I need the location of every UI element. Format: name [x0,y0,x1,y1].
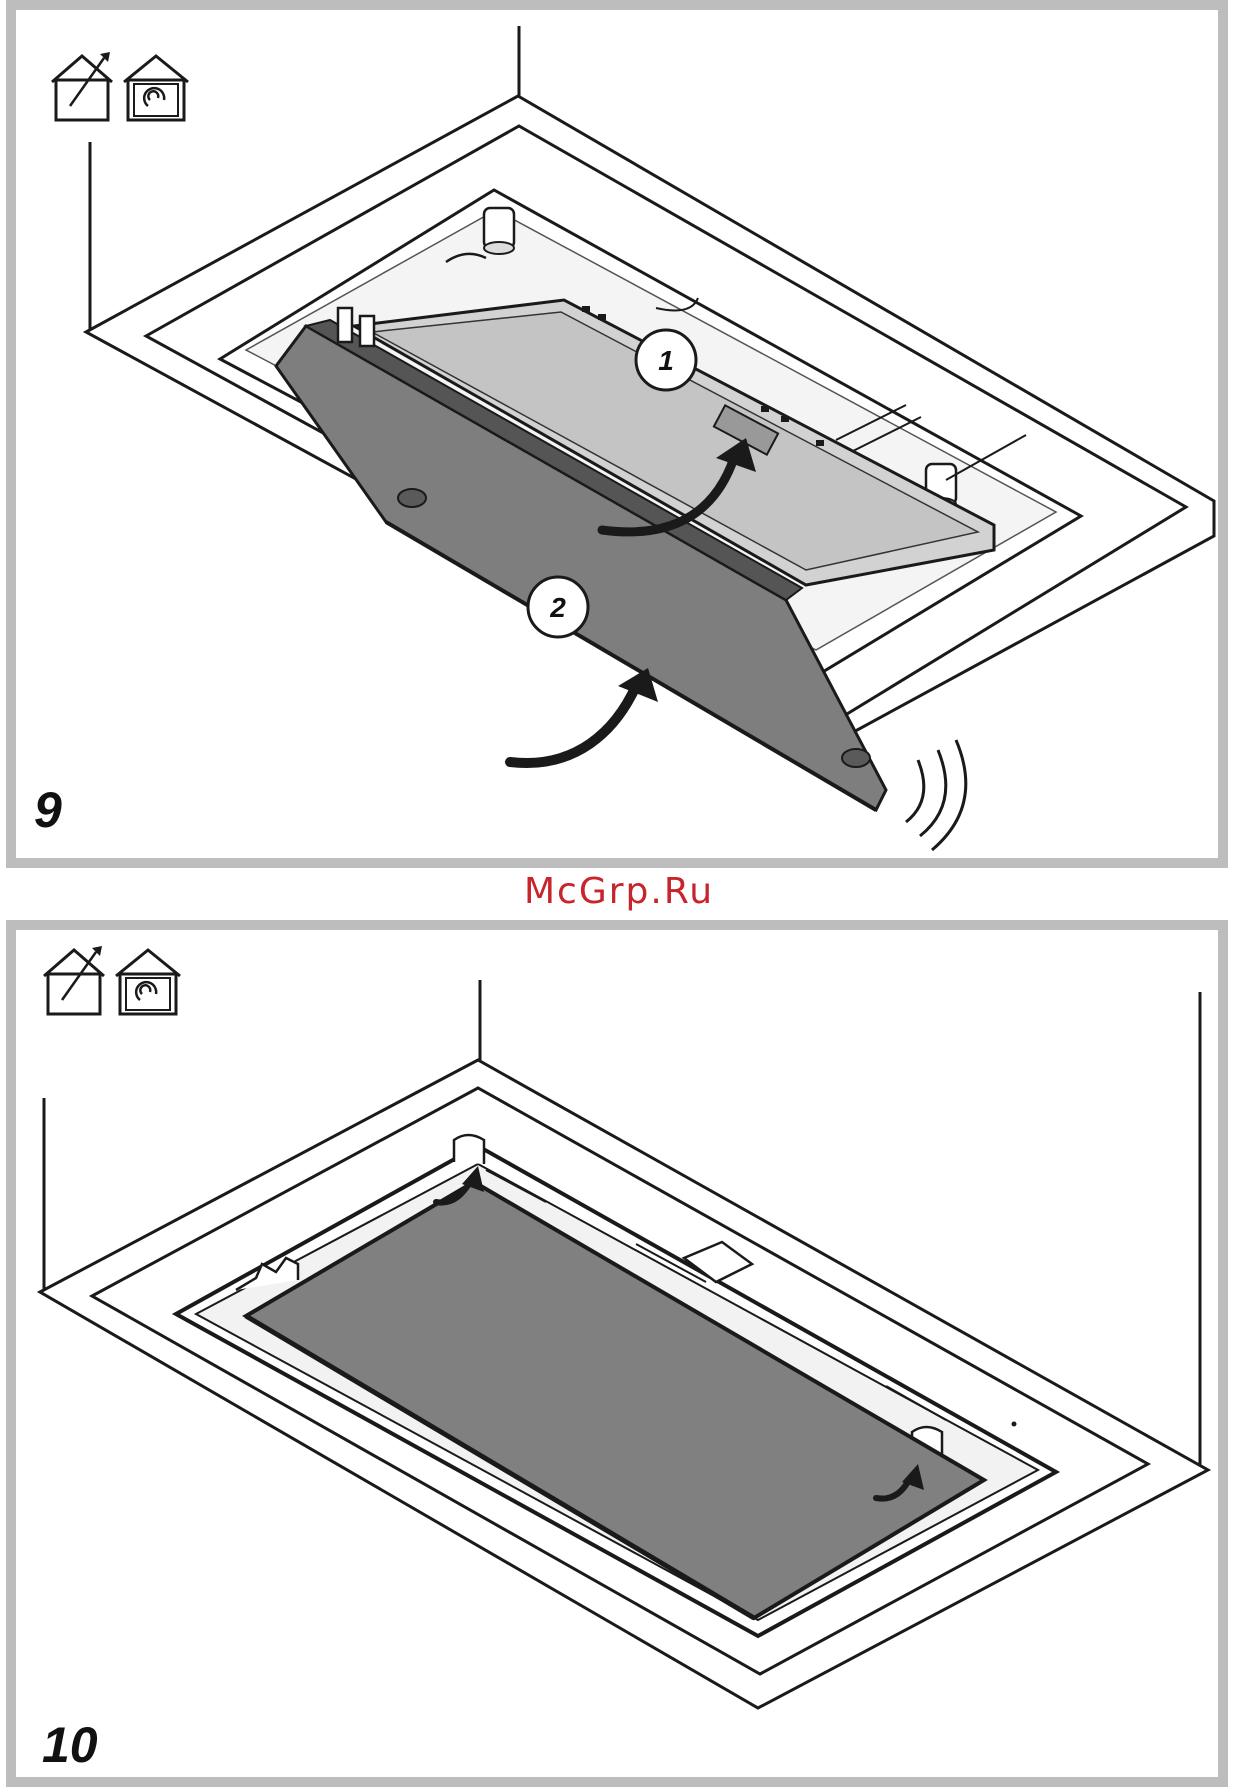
callout-1: 1 [636,330,696,390]
recirculation-house-icon [124,56,188,120]
step-10-illustration [16,930,1218,1777]
filter-2-latch-left [398,489,426,507]
frame-screw [1012,1422,1017,1427]
rotate-up-arrow-2-icon [510,668,658,763]
callout-2-label: 2 [549,592,566,623]
step-number-10: 10 [42,1720,98,1770]
step-9-illustration: 1 2 [16,10,1218,858]
callout-1-label: 1 [658,345,674,376]
click-sound-icon [906,740,966,850]
filter-clip-top [454,1135,484,1164]
filter-2-latch-right [842,749,870,767]
step-9-panel: 1 2 9 [6,0,1228,868]
ducted-extraction-house-icon [52,52,112,120]
callout-2: 2 [528,577,588,637]
step-number-9: 9 [34,785,62,835]
recirculation-house-icon [116,950,180,1014]
step-10-panel: 10 [6,920,1228,1787]
ducted-extraction-house-icon [44,946,104,1014]
watermark: McGrp.Ru [0,874,1238,910]
